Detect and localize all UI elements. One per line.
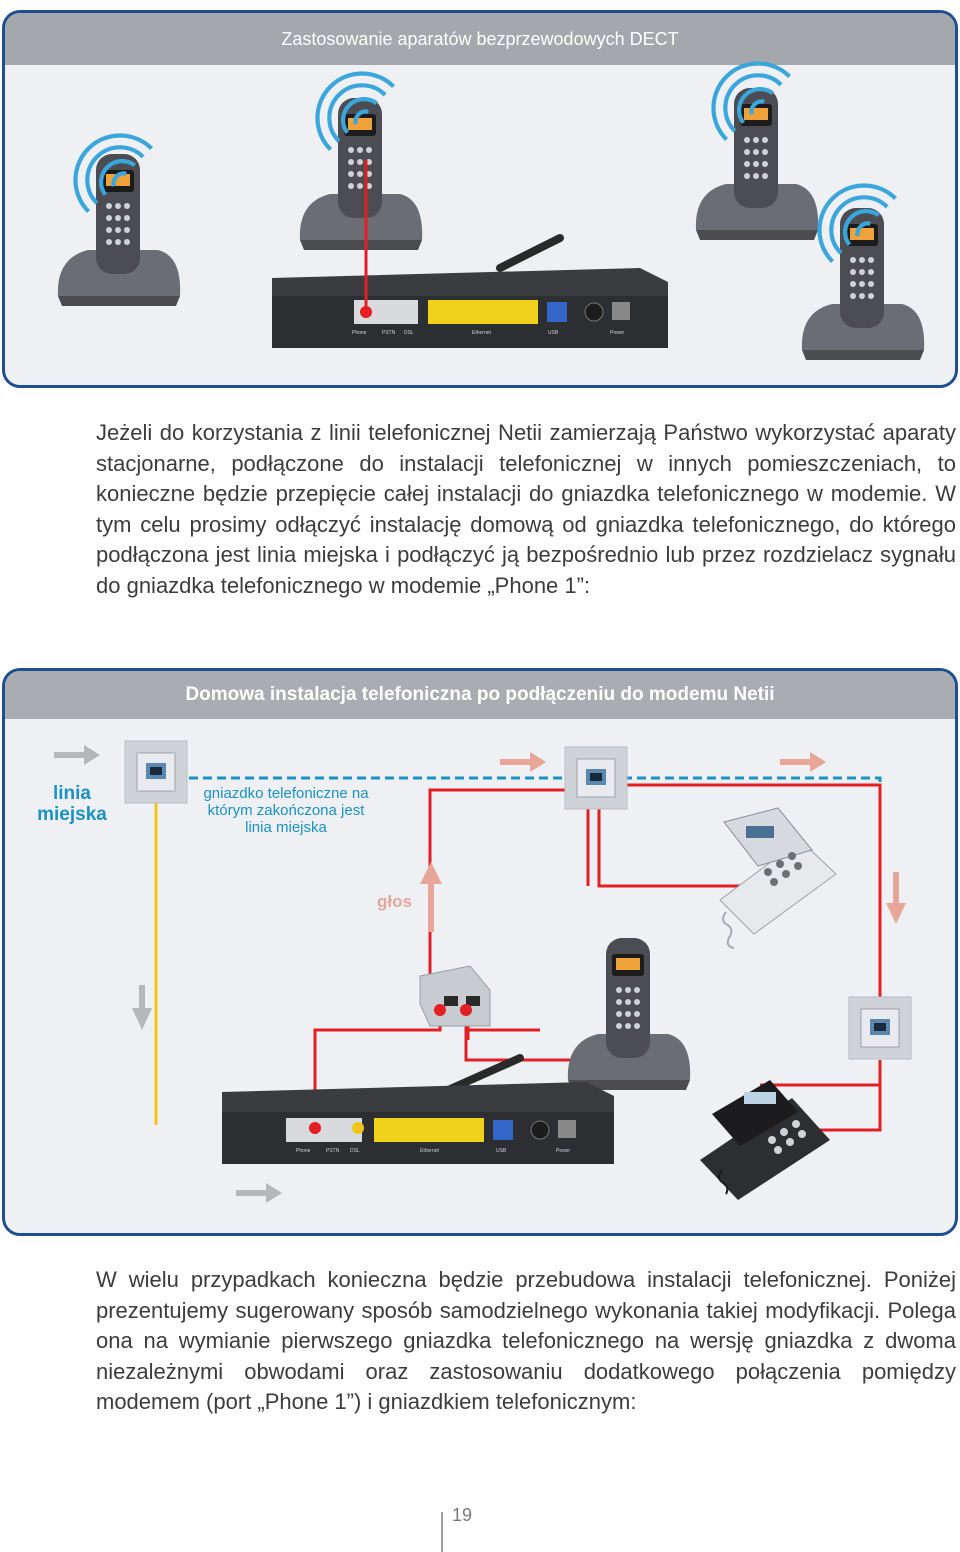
modem-top xyxy=(272,234,668,348)
signal-splitter xyxy=(419,965,491,1027)
svg-text:Power: Power xyxy=(556,1148,571,1154)
svg-text:Phone: Phone xyxy=(352,330,367,336)
svg-text:Ethernet: Ethernet xyxy=(472,330,492,336)
modem-top-port-labels: Phone PSTN DSL Ethernet USB Power xyxy=(352,330,625,336)
desk-phone-black xyxy=(700,1080,830,1200)
arrow-up-icon xyxy=(420,862,442,932)
socket-label: gniazdko telefoniczne na którym zakończo… xyxy=(203,785,369,836)
dect-panel-title: Zastosowanie aparatów bezprzewodowych DE… xyxy=(5,13,955,65)
modification-paragraph: W wielu przypadkach konieczna będzie prz… xyxy=(96,1267,956,1414)
svg-text:Power: Power xyxy=(610,330,625,336)
intro-paragraph: Jeżeli do korzystania z linii telefonicz… xyxy=(96,420,956,598)
arrow-down-icon xyxy=(132,985,152,1030)
voice-label: głos xyxy=(377,892,412,911)
arrow-right-icon xyxy=(780,752,826,772)
arrow-right-icon xyxy=(236,1183,282,1203)
modem-bottom xyxy=(222,1054,614,1164)
line-label: linia miejska xyxy=(37,783,107,825)
page-number: 19 xyxy=(452,1505,473,1525)
page-number-divider xyxy=(441,1512,443,1552)
installation-panel-title: Domowa instalacja telefoniczna po podłąc… xyxy=(5,671,955,719)
svg-text:DSL: DSL xyxy=(350,1148,360,1154)
svg-text:PSTN: PSTN xyxy=(326,1148,340,1154)
svg-text:PSTN: PSTN xyxy=(382,330,396,336)
svg-text:USB: USB xyxy=(548,330,559,336)
arrow-down-icon xyxy=(886,872,906,924)
phone-socket-3 xyxy=(848,996,912,1060)
svg-text:Ethernet: Ethernet xyxy=(420,1148,440,1154)
dect-handset-5 xyxy=(567,938,691,1090)
desk-phone-white xyxy=(719,807,837,949)
arrow-right-icon xyxy=(500,752,546,772)
arrow-right-icon xyxy=(54,745,100,765)
wire-plug xyxy=(360,306,372,318)
svg-text:USB: USB xyxy=(496,1148,507,1154)
svg-text:DSL: DSL xyxy=(404,330,414,336)
modem-bottom-port-labels: Phone PSTN DSL Ethernet USB Power xyxy=(296,1148,571,1154)
svg-text:Phone: Phone xyxy=(296,1148,311,1154)
phone-socket-main xyxy=(124,740,188,804)
phone-socket-2 xyxy=(564,746,628,810)
